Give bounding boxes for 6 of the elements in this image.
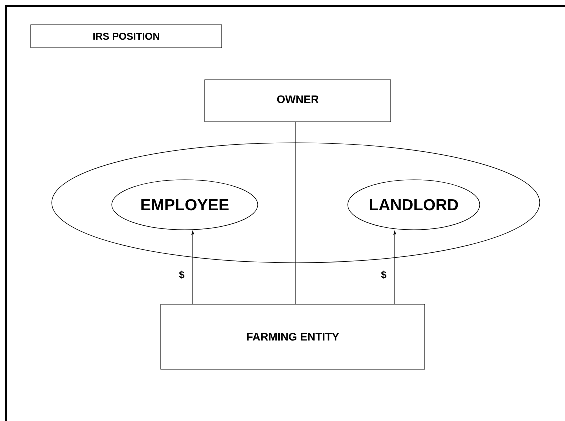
edge-label: $ bbox=[380, 270, 388, 280]
title-box: IRS POSITION bbox=[30, 24, 222, 48]
edge-label: $ bbox=[178, 270, 186, 280]
box: OWNER bbox=[204, 80, 392, 122]
ellipse bbox=[52, 142, 540, 264]
box: FARMING ENTITY bbox=[160, 304, 426, 370]
